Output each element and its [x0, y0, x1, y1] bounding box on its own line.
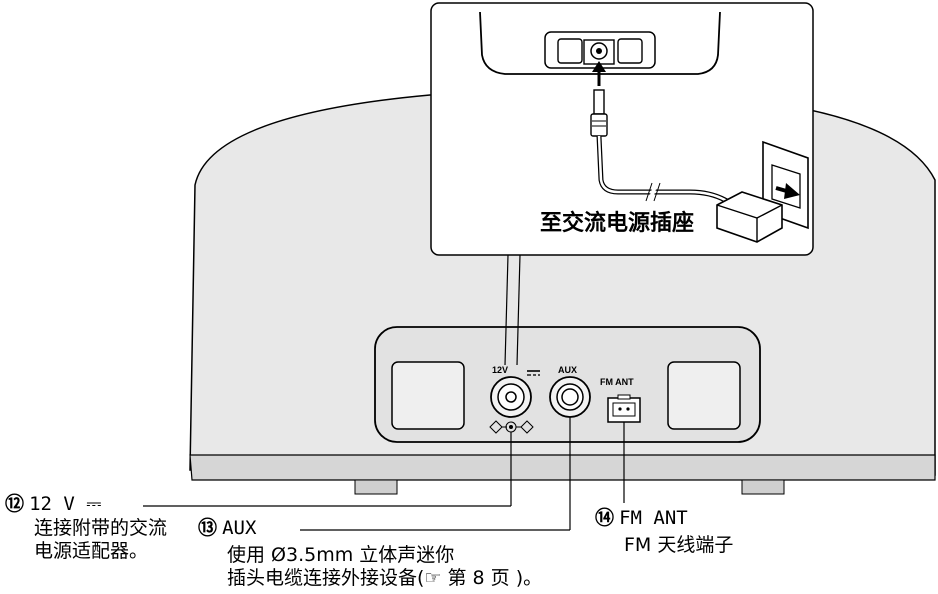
callout-title: AUX — [222, 517, 257, 539]
inset-caption: 至交流电源插座 — [540, 211, 695, 236]
callout-aux-line-2: 插头电缆连接外接设备(☞ 第 8 页 )。 — [227, 567, 543, 589]
foot-left — [354, 479, 398, 495]
jack-fm-label: FM ANT — [600, 377, 634, 387]
callout-aux: ⑬ AUX — [198, 518, 256, 539]
callout-title: 12 V ⎓ — [29, 493, 102, 515]
plug-arrow-icon — [775, 183, 800, 199]
callout-number: ⑬ — [198, 517, 218, 539]
foot-right — [741, 479, 785, 495]
panel-slot-left — [391, 361, 465, 430]
jack-aux-label: AUX — [558, 365, 578, 375]
callout-number: ⑫ — [5, 493, 25, 515]
callout-number: ⑭ — [595, 507, 615, 529]
callout-12v-line-2: 电源适配器。 — [34, 540, 149, 562]
callout-12v: ⑫ 12 V ⎓ — [5, 494, 101, 515]
callout-fm-line-1: FM 天线端子 — [624, 534, 734, 556]
panel-slot-right — [667, 361, 741, 430]
speaker-base — [189, 454, 936, 481]
callout-12v-line-1: 连接附带的交流 — [34, 517, 168, 539]
dc-plug — [593, 89, 605, 115]
callout-fm: ⑭ FM ANT — [595, 508, 688, 529]
insert-arrow-icon — [592, 61, 606, 86]
ac-adapter — [716, 191, 783, 243]
callout-title: FM ANT — [619, 507, 688, 529]
jack-12v-label: 12V — [492, 365, 509, 375]
callout-aux-line-1: 使用 Ø3.5mm 立体声迷你 — [227, 544, 455, 566]
